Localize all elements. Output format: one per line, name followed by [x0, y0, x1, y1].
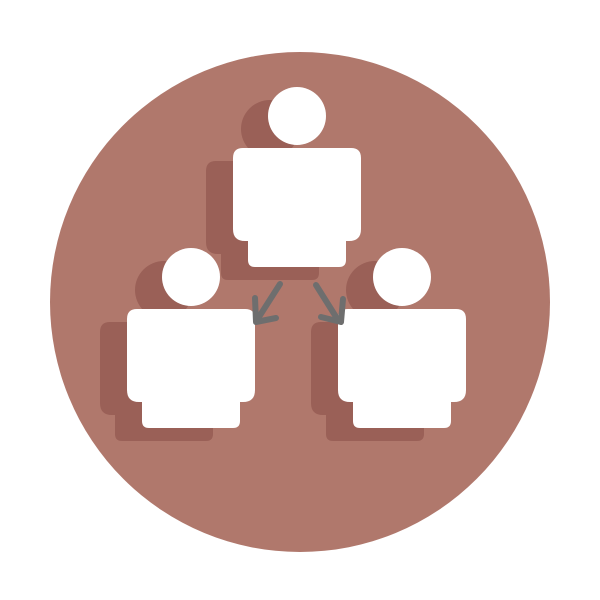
- arrows: [252, 281, 346, 325]
- arrow-down-left-icon: [252, 281, 283, 325]
- arrow-down-right-icon: [313, 282, 346, 325]
